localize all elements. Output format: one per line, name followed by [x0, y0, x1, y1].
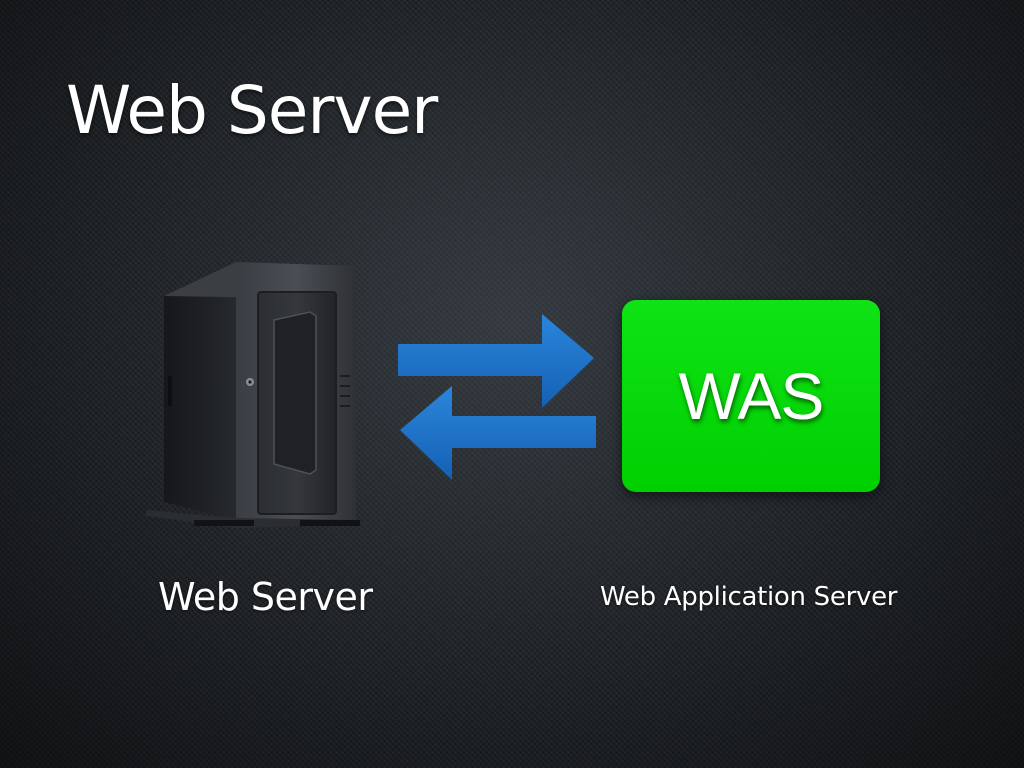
web-server-caption: Web Server: [158, 575, 373, 619]
was-caption: Web Application Server: [600, 582, 898, 612]
was-box: WAS: [622, 300, 880, 492]
left-arrow-icon: [400, 386, 596, 480]
slide-title: Web Server: [66, 72, 438, 149]
tower-server-icon: [146, 262, 370, 528]
bidirectional-arrows-icon: [398, 314, 596, 480]
right-arrow-icon: [398, 314, 594, 408]
was-label: WAS: [678, 359, 825, 433]
